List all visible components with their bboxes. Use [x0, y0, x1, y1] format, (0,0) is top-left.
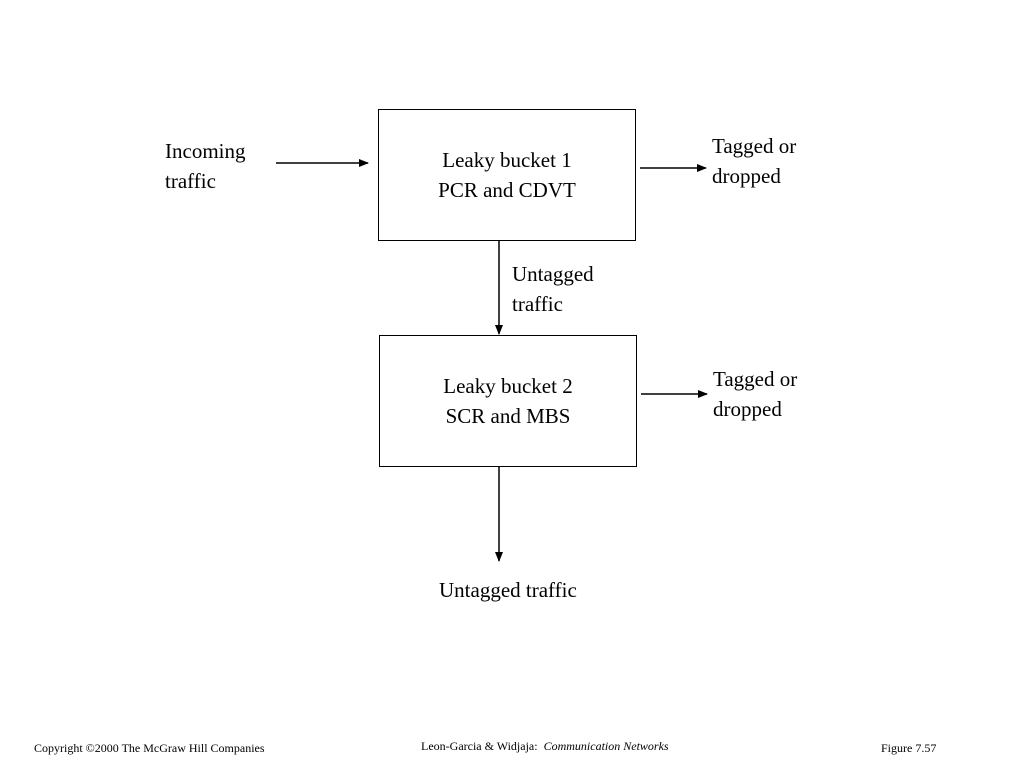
book-title: Communication Networks: [543, 739, 669, 753]
incoming-traffic-label: Incoming traffic: [165, 136, 245, 196]
tagged1-line2: dropped: [712, 164, 781, 188]
tagged2-line2: dropped: [713, 397, 782, 421]
incoming-line1: Incoming: [165, 139, 246, 163]
figure-number: Figure 7.57: [881, 741, 937, 755]
untagged-traffic-output-label: Untagged traffic: [439, 578, 577, 602]
tagged1-line1: Tagged or: [712, 134, 797, 158]
bucket1-title: Leaky bucket 1: [442, 148, 572, 172]
authors-footer: Leon-Garcia & Widjaja: Communication Net…: [421, 738, 669, 754]
leaky-bucket-1-box: Leaky bucket 1 PCR and CDVT: [378, 109, 636, 241]
copyright-footer: Copyright ©2000 The McGraw Hill Companie…: [34, 741, 265, 755]
incoming-line2: traffic: [165, 169, 216, 193]
tagged-or-dropped-label-1: Tagged or dropped: [712, 131, 796, 191]
untagged-mid-line1: Untagged: [512, 262, 594, 286]
bucket1-params: PCR and CDVT: [438, 178, 576, 202]
tagged-or-dropped-label-2: Tagged or dropped: [713, 364, 797, 424]
bucket2-title: Leaky bucket 2: [443, 374, 573, 398]
leaky-bucket-2-box: Leaky bucket 2 SCR and MBS: [379, 335, 637, 467]
tagged2-line1: Tagged or: [713, 367, 798, 391]
untagged-traffic-label-mid: Untagged traffic: [512, 259, 594, 319]
authors-text: Leon-Garcia & Widjaja:: [421, 739, 538, 753]
bucket2-params: SCR and MBS: [445, 404, 571, 428]
untagged-mid-line2: traffic: [512, 292, 563, 316]
